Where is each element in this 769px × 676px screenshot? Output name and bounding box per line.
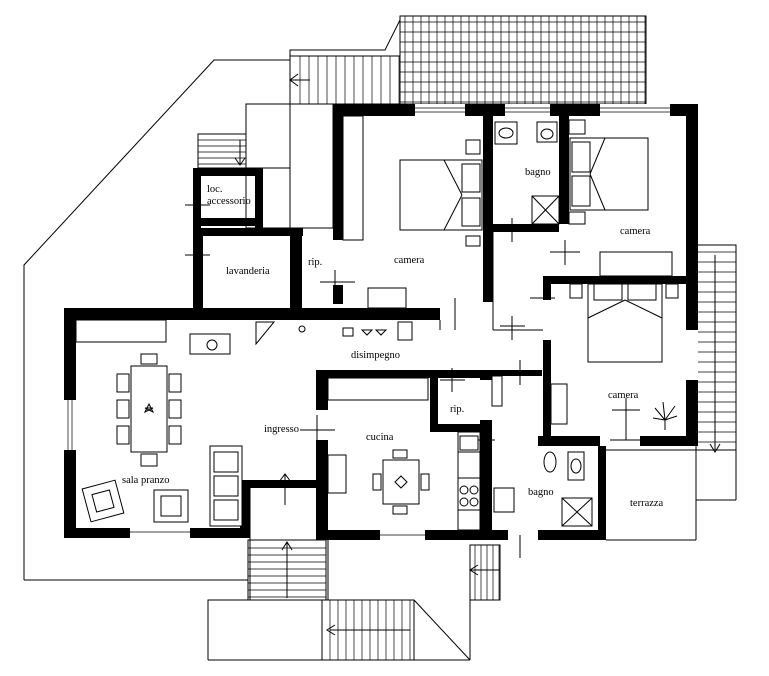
label-camera-right-top: camera	[620, 226, 651, 237]
bagno-bottom-fixtures	[493, 451, 593, 527]
openings	[64, 104, 698, 540]
stair-top-left	[289, 55, 401, 105]
label-sala-pranzo: sala pranzo	[122, 475, 170, 486]
stair-left	[197, 133, 247, 169]
plant	[652, 401, 678, 430]
armchair-left	[81, 479, 125, 523]
roof-tiles-top	[399, 15, 647, 105]
dining-table	[116, 353, 182, 467]
label-rip-mid: rip.	[450, 404, 464, 415]
tv-unit	[189, 333, 231, 355]
armchair-right	[153, 489, 189, 523]
stair-bottom-right	[469, 544, 501, 601]
bed-camera-right	[569, 283, 679, 363]
bed-camera-right-top	[568, 119, 649, 225]
sofa	[209, 445, 243, 527]
disimpegno-items	[255, 321, 413, 346]
label-ingresso: ingresso	[264, 424, 299, 435]
kitchen-table	[372, 449, 430, 515]
label-camera-right: camera	[608, 390, 639, 401]
label-loc-accessorio-1: loc.	[207, 184, 222, 195]
stair-right	[695, 244, 737, 453]
label-rip-top: rip.	[308, 257, 322, 268]
door-marks	[185, 204, 640, 558]
label-camera-top: camera	[394, 255, 425, 266]
label-terrazza: terrazza	[630, 498, 664, 509]
room-labels: loc. accessorio lavanderia rip. camera b…	[122, 167, 664, 509]
label-bagno-top: bagno	[525, 167, 551, 178]
kitchen-counter	[459, 435, 479, 507]
label-cucina: cucina	[366, 432, 394, 443]
label-bagno-bottom: bagno	[528, 487, 554, 498]
interior-lines	[75, 103, 737, 600]
stair-bottom-left	[247, 539, 327, 601]
stair-bottom-center	[321, 599, 471, 661]
label-disimpegno: disimpegno	[351, 350, 400, 361]
bed-top-camera	[399, 139, 483, 247]
label-lavanderia: lavanderia	[226, 266, 270, 277]
label-loc-accessorio-2: accessorio	[207, 196, 251, 207]
bagno-top-fixtures	[494, 121, 560, 225]
